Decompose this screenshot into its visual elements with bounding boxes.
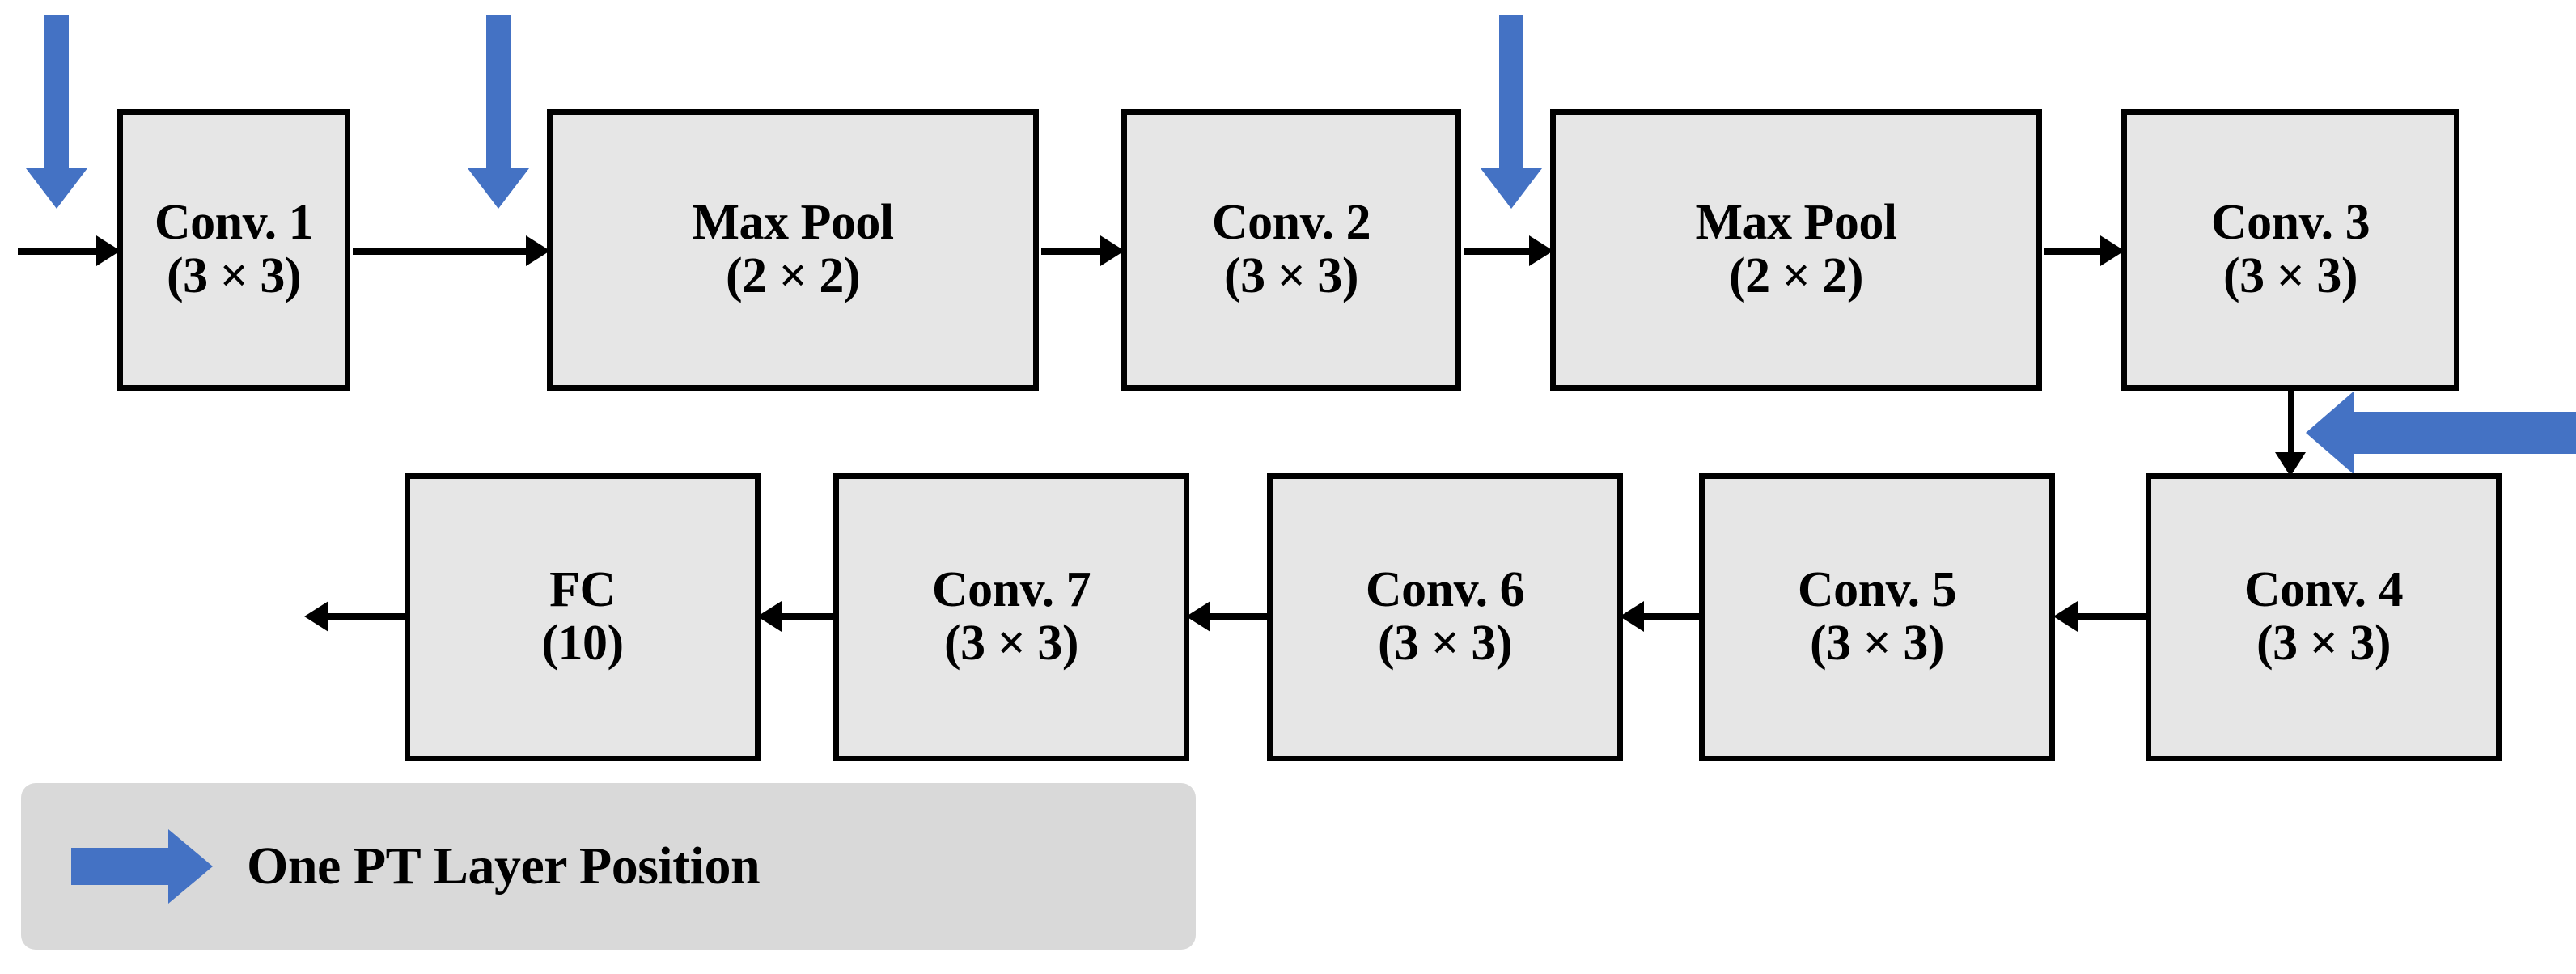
node-label-param: (3 × 3)	[943, 616, 1079, 671]
node-label-name: Conv. 3	[2210, 195, 2371, 251]
node-label-name: Conv. 7	[931, 562, 1091, 618]
node-conv-6[interactable]: Conv. 6 (3 × 3)	[1267, 473, 1623, 761]
node-conv-2[interactable]: Conv. 2 (3 × 3)	[1121, 109, 1461, 391]
legend-panel: One PT Layer Position	[21, 783, 1196, 950]
node-fc[interactable]: FC (10)	[405, 473, 761, 761]
node-conv-3[interactable]: Conv. 3 (3 × 3)	[2121, 109, 2459, 391]
node-label-param: (10)	[541, 616, 624, 671]
node-label-param: (3 × 3)	[1377, 616, 1513, 671]
pt-layer-arrow-between-conv-3-and-conv-4	[2306, 384, 2576, 481]
node-label-param: (3 × 3)	[2222, 248, 2358, 303]
node-label-param: (2 × 2)	[725, 248, 861, 303]
pt-layer-arrow-before-conv-1	[26, 15, 87, 209]
node-conv-4[interactable]: Conv. 4 (3 × 3)	[2146, 473, 2502, 761]
node-conv-1[interactable]: Conv. 1 (3 × 3)	[117, 109, 350, 391]
node-label-param: (3 × 3)	[166, 248, 302, 303]
node-max-pool-1[interactable]: Max Pool (2 × 2)	[547, 109, 1039, 391]
pt-layer-arrow-before-max-pool-1	[468, 15, 529, 209]
node-conv-7[interactable]: Conv. 7 (3 × 3)	[833, 473, 1189, 761]
node-label-name: FC	[549, 562, 616, 618]
pt-layer-arrow-before-max-pool-2	[1481, 15, 1542, 209]
node-label-name: Conv. 6	[1365, 562, 1525, 618]
node-label-name: Max Pool	[692, 195, 894, 251]
node-label-name: Conv. 1	[154, 195, 314, 251]
node-label-param: (3 × 3)	[1223, 248, 1359, 303]
node-label-param: (3 × 3)	[1809, 616, 1945, 671]
node-label-name: Max Pool	[1695, 195, 1897, 251]
node-label-param: (3 × 3)	[2256, 616, 2392, 671]
pt-layer-arrow-icon	[71, 829, 213, 904]
node-label-name: Conv. 5	[1797, 562, 1957, 618]
node-label-param: (2 × 2)	[1728, 248, 1864, 303]
node-conv-5[interactable]: Conv. 5 (3 × 3)	[1699, 473, 2055, 761]
node-max-pool-2[interactable]: Max Pool (2 × 2)	[1550, 109, 2042, 391]
node-label-name: Conv. 2	[1211, 195, 1371, 251]
node-label-name: Conv. 4	[2243, 562, 2404, 618]
legend-label: One PT Layer Position	[247, 836, 761, 896]
